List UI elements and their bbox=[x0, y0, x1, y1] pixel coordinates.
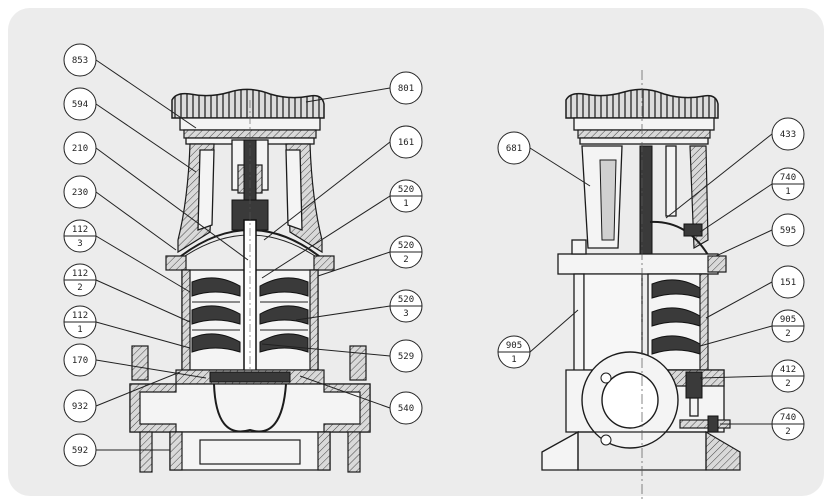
callout-161: 161 bbox=[263, 125, 423, 241]
callout-label-top: 905 bbox=[506, 341, 522, 351]
callout-label-bottom: 2 bbox=[785, 329, 790, 339]
callout-540: 540 bbox=[299, 375, 423, 425]
callout-label-top: 112 bbox=[72, 311, 88, 321]
callout-905-1: 905 1 bbox=[497, 309, 579, 369]
callout-520-1: 520 1 bbox=[261, 179, 423, 279]
callout-595: 595 bbox=[715, 213, 805, 257]
callout-layer: 853 594 210 230 112 3 bbox=[63, 43, 805, 467]
callout-520-2: 520 2 bbox=[317, 235, 423, 277]
callout-112-3: 112 3 bbox=[63, 219, 191, 293]
callout-853: 853 bbox=[63, 43, 197, 129]
impeller-stages bbox=[191, 277, 309, 353]
callout-label-bottom: 1 bbox=[403, 199, 408, 209]
callout-230: 230 bbox=[63, 175, 177, 251]
callout-112-2: 112 2 bbox=[63, 263, 191, 323]
callout-529: 529 bbox=[261, 339, 423, 373]
callout-label-bottom: 3 bbox=[77, 239, 82, 249]
callout-210: 210 bbox=[63, 131, 249, 261]
callout-label-bottom: 2 bbox=[785, 427, 790, 437]
callout-label-top: 412 bbox=[780, 365, 796, 375]
callout-label: 230 bbox=[72, 188, 88, 198]
callout-label-top: 520 bbox=[398, 185, 414, 195]
callout-label-bottom: 2 bbox=[77, 283, 82, 293]
callout-112-1: 112 1 bbox=[63, 305, 191, 349]
callout-594: 594 bbox=[63, 87, 197, 173]
callout-label: 592 bbox=[72, 446, 88, 456]
callout-label: 540 bbox=[398, 404, 414, 414]
callout-label-top: 740 bbox=[780, 413, 796, 423]
callout-740-2: 740 2 bbox=[720, 407, 805, 441]
callout-412-2: 412 2 bbox=[699, 359, 805, 393]
callout-520-3: 520 3 bbox=[295, 289, 423, 323]
callout-170: 170 bbox=[63, 343, 207, 379]
callout-label: 433 bbox=[780, 130, 796, 140]
callout-label-top: 112 bbox=[72, 269, 88, 279]
callout-label: 151 bbox=[780, 278, 796, 288]
callout-label: 681 bbox=[506, 144, 522, 154]
callout-label-top: 905 bbox=[780, 315, 796, 325]
callout-label-top: 112 bbox=[72, 225, 88, 235]
callout-label: 161 bbox=[398, 138, 414, 148]
callout-592: 592 bbox=[63, 433, 170, 467]
callout-905-2: 905 2 bbox=[699, 309, 805, 347]
callout-label-top: 740 bbox=[780, 173, 796, 183]
left-pump-section bbox=[129, 88, 371, 473]
callout-label: 170 bbox=[72, 356, 88, 366]
callout-label: 932 bbox=[72, 402, 88, 412]
callout-label-bottom: 1 bbox=[785, 187, 790, 197]
callout-433: 433 bbox=[665, 117, 805, 219]
callout-label-bottom: 1 bbox=[511, 355, 516, 365]
callout-label-bottom: 1 bbox=[77, 325, 82, 335]
callout-label: 594 bbox=[72, 100, 88, 110]
callout-740-1: 740 1 bbox=[699, 167, 805, 233]
callout-label-bottom: 2 bbox=[785, 379, 790, 389]
callout-label-bottom: 3 bbox=[403, 309, 408, 319]
callout-label: 210 bbox=[72, 144, 88, 154]
callout-label: 529 bbox=[398, 352, 414, 362]
callout-label-top: 520 bbox=[398, 241, 414, 251]
callout-label: 801 bbox=[398, 84, 414, 94]
callout-label-top: 520 bbox=[398, 295, 414, 305]
callout-151: 151 bbox=[705, 265, 805, 319]
callout-label: 853 bbox=[72, 56, 88, 66]
callout-label-bottom: 2 bbox=[403, 255, 408, 265]
callout-681: 681 bbox=[497, 131, 591, 187]
callout-932: 932 bbox=[63, 371, 181, 423]
right-pump-half-section bbox=[541, 70, 741, 500]
callout-label: 595 bbox=[780, 226, 796, 236]
callout-801: 801 bbox=[305, 71, 423, 105]
